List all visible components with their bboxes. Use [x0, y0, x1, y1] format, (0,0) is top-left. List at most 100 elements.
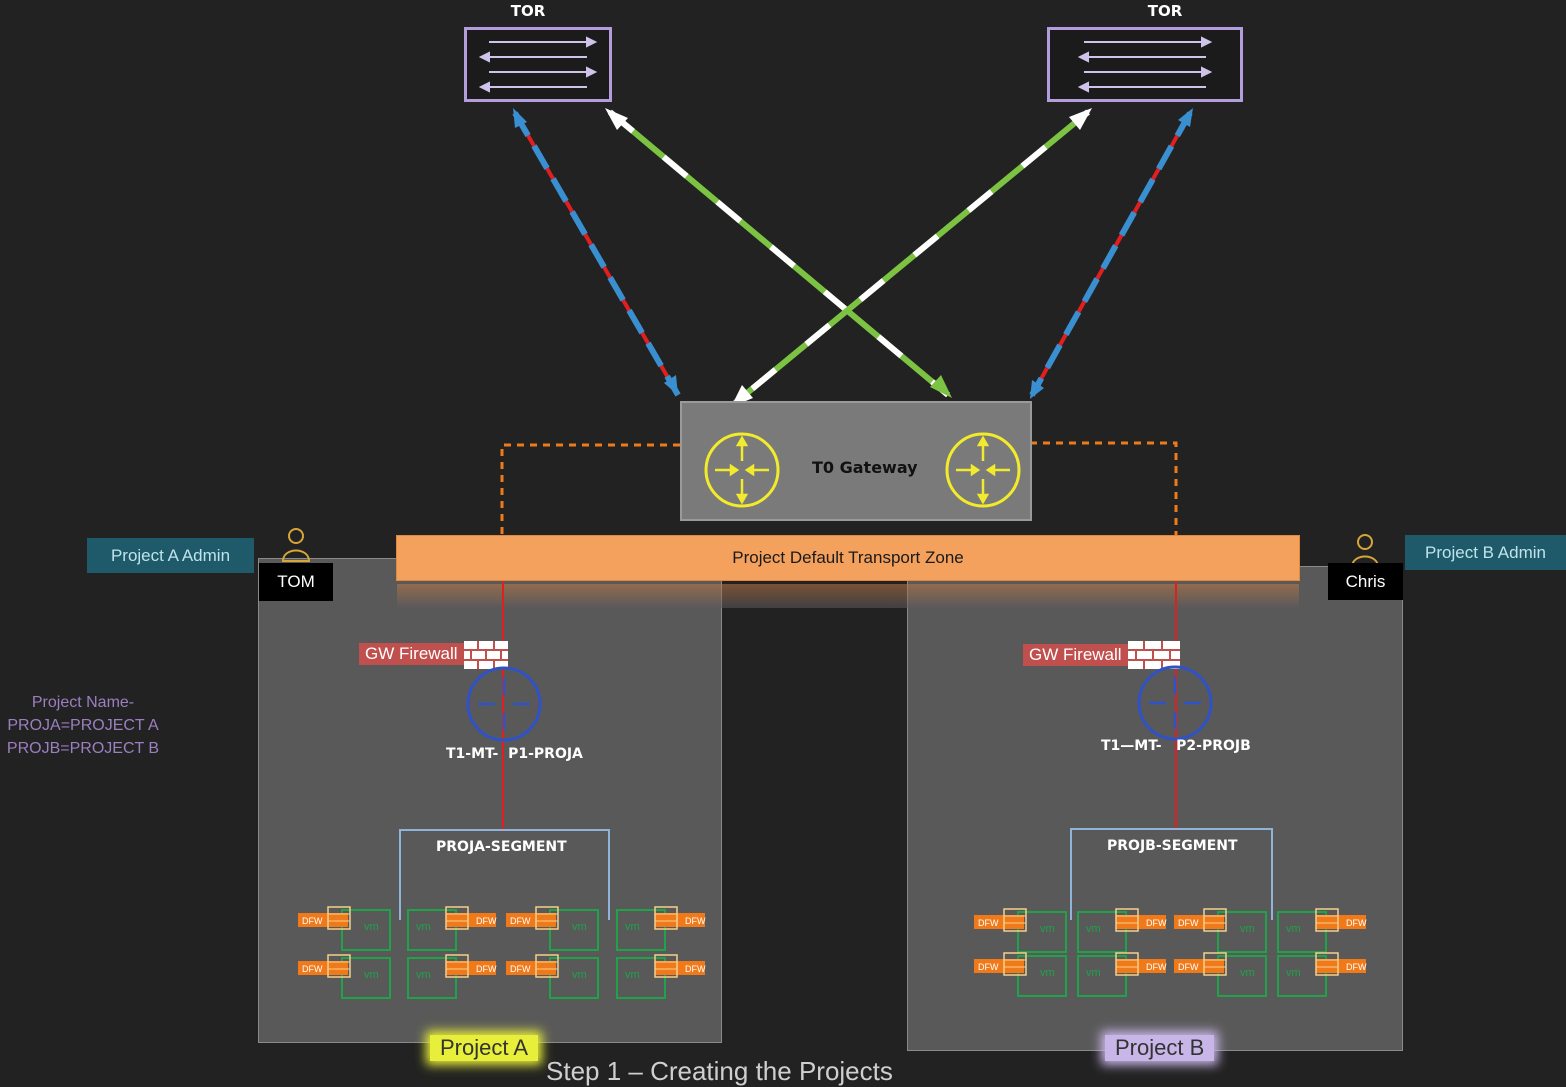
- vm-label: vm: [1240, 967, 1255, 979]
- firewall-icon: [1003, 952, 1027, 976]
- firewall-icon: [1115, 952, 1139, 976]
- project-b-gw-firewall-label: GW Firewall: [1023, 644, 1128, 666]
- dfw-badge: DFW: [445, 906, 497, 930]
- firewall-icon: [1315, 908, 1339, 932]
- project-b-t1-label: T1—MT- P2-PROJB: [1101, 738, 1251, 754]
- project-b-segment-label: PROJB-SEGMENT: [1107, 838, 1238, 854]
- vm-label: vm: [416, 921, 431, 933]
- vm-tile[interactable]: vm DFW: [974, 908, 1067, 953]
- firewall-icon: [535, 906, 559, 930]
- tor-right-label: TOR: [1147, 2, 1183, 20]
- svg-text:DFW: DFW: [978, 962, 999, 972]
- vm-label: vm: [1040, 923, 1055, 935]
- vm-label: vm: [416, 969, 431, 981]
- vm-tile[interactable]: vm DFW: [407, 906, 497, 951]
- vm-tile[interactable]: vm DFW: [1174, 952, 1267, 997]
- vm-label: vm: [364, 969, 379, 981]
- project-name-legend: Project Name- PROJA=PROJECT A PROJB=PROJ…: [2, 691, 164, 760]
- switch-arrows-icon: [478, 36, 598, 93]
- tor-right-switch[interactable]: [1047, 27, 1243, 102]
- vm-tile[interactable]: vm DFW: [298, 954, 391, 999]
- firewall-icon: [464, 641, 508, 669]
- dfw-badge: DFW: [1115, 952, 1167, 976]
- firewall-icon: [654, 954, 678, 978]
- svg-text:DFW: DFW: [978, 918, 999, 928]
- vm-label: vm: [572, 969, 587, 981]
- dfw-badge: DFW: [1315, 908, 1367, 932]
- firewall-icon: [1315, 952, 1339, 976]
- switch-arrows-icon: [1077, 36, 1213, 93]
- dfw-badge: DFW: [298, 954, 351, 978]
- firewall-icon: [1203, 908, 1227, 932]
- tor-left-switch[interactable]: [464, 27, 612, 102]
- vm-label: vm: [572, 921, 587, 933]
- dfw-badge: DFW: [506, 954, 559, 978]
- dfw-badge: DFW: [1174, 952, 1227, 976]
- t1-router-icon: [1137, 665, 1213, 741]
- vm-tile[interactable]: vm DFW: [1077, 952, 1167, 997]
- svg-text:DFW: DFW: [1346, 918, 1367, 928]
- vm-tile[interactable]: vm DFW: [974, 952, 1067, 997]
- dfw-badge: DFW: [1315, 952, 1367, 976]
- vm-label: vm: [625, 969, 640, 981]
- transport-zone-bar[interactable]: Project Default Transport Zone: [396, 535, 1300, 581]
- dfw-badge: DFW: [654, 954, 706, 978]
- firewall-icon: [1128, 641, 1180, 669]
- svg-text:DFW: DFW: [510, 916, 531, 926]
- figure-caption: Step 1 – Creating the Projects: [546, 1056, 893, 1086]
- uplink-cross-1: [605, 108, 952, 398]
- project-b-label: Project B: [1105, 1035, 1215, 1061]
- vm-tile[interactable]: vm DFW: [616, 954, 706, 999]
- firewall-icon: [445, 954, 469, 978]
- svg-text:DFW: DFW: [510, 964, 531, 974]
- firewall-icon: [1203, 952, 1227, 976]
- vm-tile[interactable]: vm DFW: [407, 954, 497, 999]
- edge-link-left: [500, 443, 680, 536]
- router-icon: [704, 432, 780, 508]
- svg-text:DFW: DFW: [685, 964, 706, 974]
- dfw-badge: DFW: [654, 906, 706, 930]
- uplink-right-dashed: [1029, 108, 1193, 399]
- edge-link-right: [1030, 441, 1178, 536]
- vm-label: vm: [1086, 967, 1101, 979]
- vm-tile[interactable]: vm DFW: [506, 954, 599, 999]
- legend-line-3: PROJB=PROJECT B: [6, 740, 160, 757]
- vm-tile[interactable]: vm DFW: [1277, 952, 1367, 997]
- firewall-icon: [1003, 908, 1027, 932]
- transport-zone-reflection: [397, 584, 1299, 608]
- t0-gateway-box[interactable]: T0 Gateway: [680, 401, 1032, 521]
- project-b-admin-badge: Project B Admin: [1405, 535, 1566, 570]
- project-a-gw-firewall-label: GW Firewall: [359, 643, 464, 665]
- vm-tile[interactable]: vm DFW: [1077, 908, 1167, 953]
- svg-text:DFW: DFW: [302, 916, 323, 926]
- svg-text:DFW: DFW: [1178, 962, 1199, 972]
- dfw-badge: DFW: [974, 908, 1027, 932]
- legend-line-2: PROJA=PROJECT A: [7, 717, 159, 734]
- uplink-left-dashed: [512, 108, 681, 397]
- svg-text:DFW: DFW: [685, 916, 706, 926]
- svg-text:DFW: DFW: [1146, 918, 1167, 928]
- vm-label: vm: [1040, 967, 1055, 979]
- dfw-badge: DFW: [506, 906, 559, 930]
- vm-label: vm: [1286, 967, 1301, 979]
- firewall-icon: [327, 954, 351, 978]
- svg-text:DFW: DFW: [476, 964, 497, 974]
- project-a-label: Project A: [430, 1035, 539, 1061]
- t0-gateway-label: T0 Gateway: [812, 458, 918, 477]
- project-b-user: Chris: [1328, 563, 1403, 600]
- vm-tile[interactable]: vm DFW: [506, 906, 599, 951]
- firewall-icon: [327, 906, 351, 930]
- dfw-badge: DFW: [1115, 908, 1167, 932]
- svg-text:DFW: DFW: [1178, 918, 1199, 928]
- vm-label: vm: [1086, 923, 1101, 935]
- vm-tile[interactable]: vm DFW: [1174, 908, 1267, 953]
- project-a-admin-badge: Project A Admin: [87, 538, 254, 573]
- svg-text:DFW: DFW: [1146, 962, 1167, 972]
- vm-label: vm: [1240, 923, 1255, 935]
